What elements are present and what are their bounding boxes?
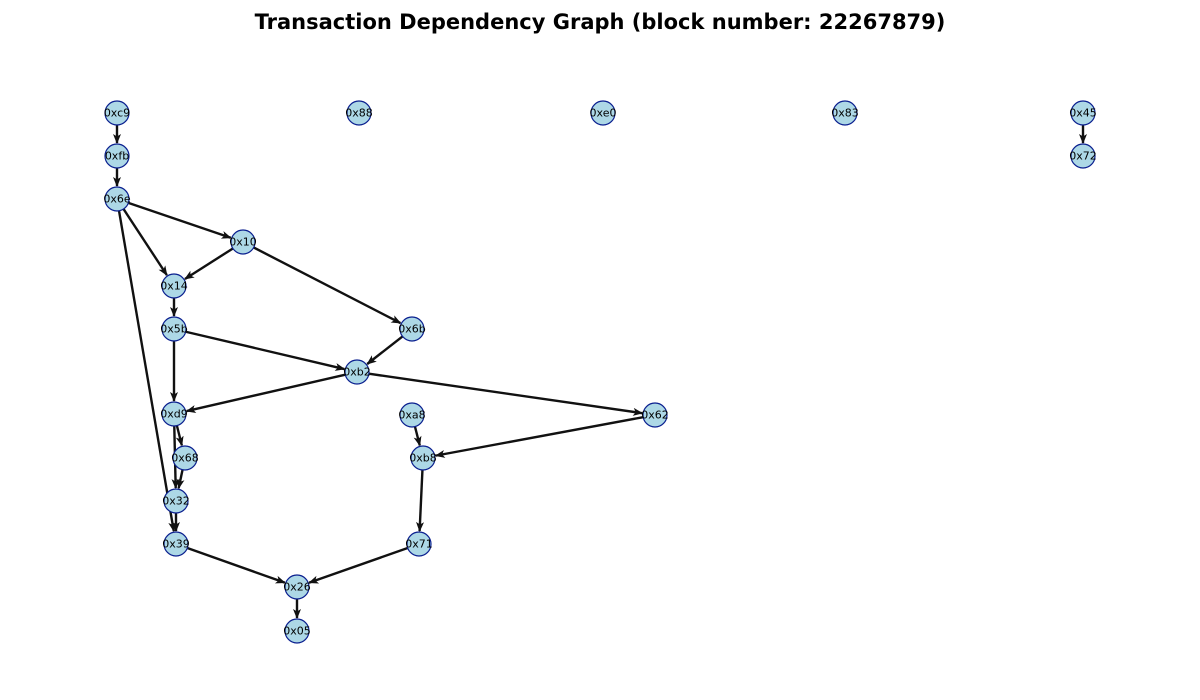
node-circle [230, 229, 256, 255]
edge-0x10-to-0x6b [253, 246, 402, 325]
node-label: 0x72 [1069, 150, 1097, 163]
node-0x83[interactable]: 0x83 [831, 100, 859, 126]
node-circle [161, 273, 187, 299]
node-0x45[interactable]: 0x45 [1069, 100, 1097, 126]
node-label: 0xfb [105, 150, 129, 163]
node-circle [399, 402, 425, 428]
node-0x32[interactable]: 0x32 [162, 488, 190, 514]
edges-layer [113, 125, 1087, 619]
node-label: 0x6b [398, 323, 426, 336]
node-circle [163, 488, 189, 514]
node-label: 0x45 [1069, 107, 1097, 120]
node-0x62[interactable]: 0x62 [641, 402, 669, 428]
node-0xe0[interactable]: 0xe0 [590, 100, 617, 126]
node-label: 0x05 [283, 625, 311, 638]
node-0x6b[interactable]: 0x6b [398, 316, 426, 342]
node-label: 0x68 [171, 452, 199, 465]
node-0xa8[interactable]: 0xa8 [398, 402, 426, 428]
node-0xc9[interactable]: 0xc9 [104, 100, 130, 126]
nodes-layer: 0xc9 0xfb 0x6e 0x10 0x14 0x5b 0x6b 0xb2 0xd9 0x68… [103, 100, 1097, 644]
node-circle [410, 445, 436, 471]
node-0x14[interactable]: 0x14 [160, 273, 188, 299]
edge-0x6e-to-0x39 [117, 210, 177, 533]
node-label: 0x32 [162, 495, 190, 508]
node-label: 0x39 [162, 538, 190, 551]
node-circle [163, 531, 189, 557]
edge-0xd9-to-0x68 [175, 425, 184, 447]
node-0xd9[interactable]: 0xd9 [160, 401, 188, 427]
node-circle [104, 100, 130, 126]
node-circle [642, 402, 668, 428]
edge-0xa8-to-0xb8 [413, 426, 422, 447]
node-0x10[interactable]: 0x10 [229, 229, 257, 255]
graph-title: Transaction Dependency Graph (block numb… [254, 10, 946, 34]
node-circle [284, 618, 310, 644]
edge-0x6e-to-0x10 [127, 201, 232, 239]
node-0xb8[interactable]: 0xb8 [409, 445, 437, 471]
edge-0x62-to-0xb8 [434, 416, 644, 458]
node-circle [172, 445, 198, 471]
node-circle [590, 100, 616, 126]
node-circle [406, 531, 432, 557]
node-label: 0x88 [345, 107, 373, 120]
node-circle [161, 401, 187, 427]
node-circle [832, 100, 858, 126]
edge-0x6e-to-0x14 [122, 208, 168, 276]
node-0x26[interactable]: 0x26 [283, 574, 311, 600]
node-label: 0xa8 [398, 409, 425, 422]
node-0x71[interactable]: 0x71 [405, 531, 433, 557]
node-0x72[interactable]: 0x72 [1069, 143, 1097, 169]
edge-0xb8-to-0x71 [416, 469, 425, 533]
node-label: 0xb2 [343, 366, 371, 379]
edge-0x39-to-0x26 [186, 546, 286, 584]
node-0x05[interactable]: 0x05 [283, 618, 311, 644]
node-circle [104, 143, 130, 169]
node-label: 0xd9 [160, 408, 188, 421]
node-circle [1070, 100, 1096, 126]
node-label: 0x5b [160, 323, 188, 336]
node-0x88[interactable]: 0x88 [345, 100, 373, 126]
node-0x68[interactable]: 0x68 [171, 445, 199, 471]
node-circle [346, 100, 372, 126]
node-label: 0x62 [641, 409, 669, 422]
node-label: 0xb8 [409, 452, 437, 465]
edge-0x71-to-0x26 [308, 546, 409, 584]
edge-0x10-to-0x14 [184, 247, 234, 281]
node-0xb2[interactable]: 0xb2 [343, 359, 371, 385]
node-0x6e[interactable]: 0x6e [103, 186, 131, 212]
node-circle [161, 316, 187, 342]
edge-0xb2-to-0x62 [368, 372, 644, 416]
node-label: 0x26 [283, 581, 311, 594]
node-circle [284, 574, 310, 600]
node-label: 0x83 [831, 107, 859, 120]
node-0x39[interactable]: 0x39 [162, 531, 190, 557]
node-circle [1070, 143, 1096, 169]
node-label: 0xc9 [104, 107, 130, 120]
edge-0x68-to-0x32 [176, 469, 185, 490]
node-circle [399, 316, 425, 342]
node-label: 0xe0 [590, 107, 617, 120]
node-label: 0x14 [160, 280, 188, 293]
edge-0x6b-to-0xb2 [366, 335, 404, 365]
edge-0xb2-to-0xd9 [185, 373, 346, 413]
node-circle [344, 359, 370, 385]
edge-0x5b-to-0xb2 [185, 330, 346, 371]
node-label: 0x10 [229, 236, 257, 249]
node-circle [104, 186, 130, 212]
node-0xfb[interactable]: 0xfb [104, 143, 130, 169]
node-label: 0x71 [405, 538, 433, 551]
node-label: 0x6e [103, 193, 131, 206]
node-0x5b[interactable]: 0x5b [160, 316, 188, 342]
